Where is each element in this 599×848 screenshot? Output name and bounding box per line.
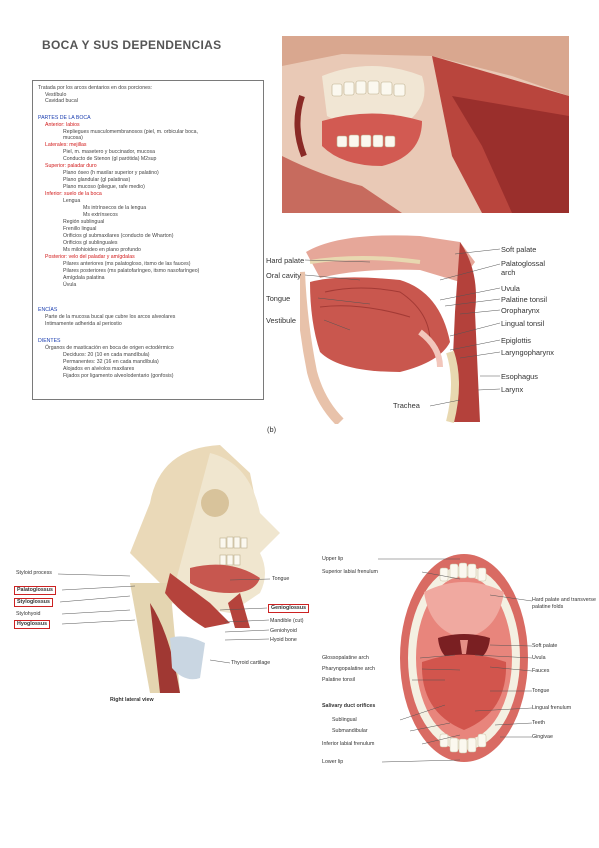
label-oral-cavity: Oral cavity	[266, 271, 301, 280]
outline-line: Posterior: velo del paladar y amígdalas	[45, 254, 135, 260]
outline-line: Inferior: suelo de la boca	[45, 191, 102, 197]
label-uvula-d: Uvula	[532, 655, 546, 661]
label-esophagus: Esophagus	[501, 372, 538, 381]
outline-line: Lengua	[63, 198, 81, 204]
label-fauces: Fauces	[532, 668, 550, 674]
label-salivary-duct-orifices: Salivary duct orifices	[322, 703, 376, 709]
outline-line: Pilares posteriores (ms palatofaríngeo, …	[63, 268, 200, 274]
label-soft-palate: Soft palate	[501, 245, 537, 254]
label-tongue-b: Tongue	[266, 294, 291, 303]
outline-line: Órganos de masticación en boca de origen…	[45, 345, 174, 351]
outline-line: Intimamente adherida al periostio	[45, 321, 122, 327]
label-gingivae: Gingivae	[532, 734, 553, 740]
lateral-head-illustration	[110, 443, 295, 693]
outline-line: Orificios gl sublinguales	[63, 240, 118, 246]
outline-line: Repliegues musculomembranosos (piel, m. …	[63, 129, 198, 135]
outline-line: Fijados por ligamento alveolodentario (g…	[63, 373, 174, 379]
label-stylohyoid: Stylohyoid	[16, 611, 41, 617]
label-palatine-tonsil-d: Palatine tonsil	[322, 677, 355, 683]
label-lingual-frenulum: Lingual frenulum	[532, 705, 572, 711]
outline-line: DIENTES	[38, 338, 61, 344]
label-hyoglossus: Hyoglossus	[14, 620, 51, 629]
outline-line: Pilares anteriores (ms palatogloso, itsm…	[63, 261, 191, 267]
label-oropharynx: Oropharynx	[501, 306, 540, 315]
outline-line: Úvula	[63, 282, 77, 288]
outline-line: Alojados en alvéolos maxilares	[63, 366, 135, 372]
outline-line: Tratada por los arcos dentarios en dos p…	[38, 85, 152, 91]
outline-line: Ms milohioideo en plano profundo	[63, 247, 141, 253]
label-superior-labial-frenulum: Superior labial frenulum	[322, 569, 378, 575]
figure-b-tag: (b)	[267, 425, 277, 434]
label-styloid-process: Styloid process	[16, 570, 52, 576]
label-mandible-cut: Mandible (cut)	[270, 618, 304, 624]
figure-lateral-head	[110, 443, 295, 693]
label-trachea: Trachea	[393, 401, 420, 410]
label-hard-palate-folds: Hard palate and transverse palatine fold…	[532, 597, 596, 610]
outline-line: Amígdala palatina	[63, 275, 105, 281]
mouth-dissection-illustration	[282, 36, 569, 213]
outline-line: Frenillo lingual	[63, 226, 97, 232]
outline-line: Anterior: labios	[45, 122, 80, 128]
label-inferior-labial-frenulum: Inferior labial frenulum	[322, 741, 375, 747]
outline-line: Ms intrínsecos de la lengua	[83, 205, 147, 211]
label-tongue-d: Tongue	[532, 688, 550, 694]
label-hard-palate: Hard palate	[266, 256, 305, 265]
outline-line: Plano óseo (h maxilar superior y palatin…	[63, 170, 159, 176]
label-palatine-tonsil-b: Palatine tonsil	[501, 295, 548, 304]
figure-d-leader-lines	[378, 558, 533, 763]
outline-line: Orificios gl submaxilares (conducto de W…	[63, 233, 174, 239]
outline-line: Permanentes: 32 (16 en cada mandíbula)	[63, 359, 159, 365]
outline-line: Plano mucoso (pliegue, rafe medio)	[63, 184, 145, 190]
label-lower-lip: Lower lip	[322, 759, 344, 765]
outline-line: Vestíbulo	[45, 92, 67, 98]
page-title: BOCA Y SUS DEPENDENCIAS	[42, 38, 222, 52]
label-styloglossus: Styloglossus	[14, 598, 53, 607]
outline-line: ENCÍAS	[38, 307, 58, 313]
outline-box: Tratada por los arcos dentarios en dos p…	[32, 80, 264, 400]
outline-line: Piel, m. masetero y buccinador, mucosa	[63, 149, 155, 155]
label-geniohyoid: Geniohyoid	[270, 628, 297, 634]
sagittal-section-illustration	[300, 232, 500, 424]
outline-line: Cavidad bucal	[45, 98, 78, 104]
label-soft-palate-d: Soft palate	[532, 643, 558, 649]
figure-mouth-dissection	[282, 36, 569, 213]
outline-line: Laterales: mejillas	[45, 142, 87, 148]
outline-line: Plano glandular (gl palatinas)	[63, 177, 131, 183]
label-tongue-c: Tongue	[272, 576, 290, 582]
figure-c-caption: Right lateral view	[110, 697, 154, 703]
label-uvula-b: Uvula	[501, 284, 520, 293]
label-lingual-tonsil: Lingual tonsil	[501, 319, 545, 328]
label-sublingual: Sublingual	[332, 717, 357, 723]
label-palatoglossus: Palatoglossus	[14, 586, 56, 595]
label-thyroid-cartilage: Thyroid cartilage	[231, 660, 271, 666]
outline-line: Deciduos: 20 (10 en cada mandíbula)	[63, 352, 150, 358]
label-larynx: Larynx	[501, 385, 524, 394]
label-laryngopharynx: Laryngopharynx	[501, 348, 555, 357]
outline-line: mucosa)	[63, 135, 83, 141]
figure-sagittal-section	[300, 232, 500, 424]
label-teeth: Teeth	[532, 720, 545, 726]
label-glossopalatine-arch: Glossopalatine arch	[322, 655, 369, 661]
label-hyoid-bone: Hyoid bone	[270, 637, 297, 643]
label-vestibule: Vestibule	[266, 316, 296, 325]
outline-line: PARTES DE LA BOCA	[38, 115, 91, 121]
outline-line: Superior: paladar duro	[45, 163, 97, 169]
figure-b-leader-lines	[304, 248, 501, 407]
outline-line: Región sublingual	[63, 219, 105, 225]
label-genioglossus: Genioglossus	[268, 604, 310, 613]
outline-line: Conducto de Stenon (gl parótida) M2sup	[63, 156, 157, 162]
label-epiglottis: Epiglottis	[501, 336, 531, 345]
label-upper-lip: Upper lip	[322, 556, 344, 562]
outline-line: Ms extrínsecos	[83, 212, 118, 218]
outline-line: Parte de la mucosa bucal que cubre los a…	[45, 314, 176, 320]
label-submandibular: Submandibular	[332, 728, 368, 734]
figure-c-leader-lines	[57, 573, 271, 664]
label-pharyngopalatine-arch: Pharyngopalatine arch	[322, 666, 376, 672]
label-palatoglossal-arch: Palatoglossal arch	[501, 259, 545, 277]
